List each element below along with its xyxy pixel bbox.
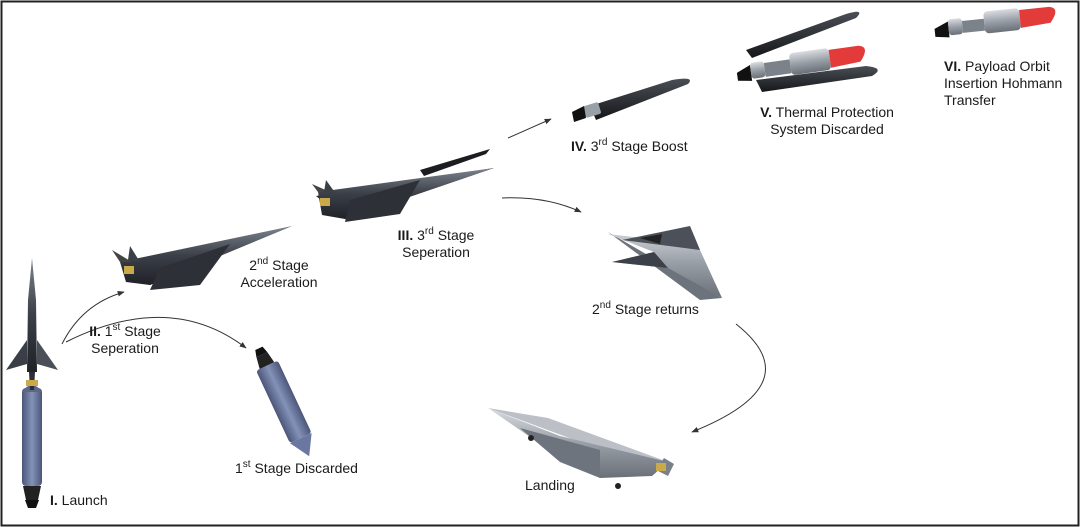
label-launch: I. Launch	[50, 492, 108, 508]
launch-vehicle	[6, 258, 58, 508]
third-stage-separation-vehicle	[312, 149, 494, 222]
arrow-second-stage-return	[501, 197, 582, 213]
landing-vehicle	[488, 408, 674, 489]
payload-vehicle	[934, 6, 1056, 38]
label-thermal-protection: V. Thermal Protection System Discarded	[760, 104, 894, 137]
third-stage-rocket	[572, 78, 690, 122]
label-payload-orbit-insertion: VI. Payload Orbit Insertion Hohmann Tran…	[944, 58, 1063, 108]
label-second-stage-returns: 2nd Stage returns	[592, 300, 699, 318]
thermal-protection-discard	[736, 11, 878, 92]
arrow-to-landing	[691, 323, 766, 433]
arrow-first-stage-drop	[65, 316, 247, 349]
label-third-stage-separation: III. 3rd Stage Seperation	[397, 226, 475, 261]
discarded-first-stage	[255, 346, 312, 457]
returning-second-stage-vehicle	[608, 226, 722, 300]
label-landing: Landing	[525, 477, 575, 493]
arrow-launch-to-second-stage	[61, 291, 125, 345]
label-first-stage-discarded: 1st Stage Discarded	[235, 459, 358, 477]
trajectory-arrows	[61, 118, 766, 433]
label-first-stage-separation: II. 1st Stage Seperation	[89, 322, 161, 357]
second-stage-acceleration-vehicle	[112, 226, 292, 290]
arrow-third-stage-boost	[507, 118, 552, 139]
label-second-stage-acceleration: 2nd Stage Acceleration	[240, 256, 318, 291]
label-third-stage-boost: IV. 3rd Stage Boost	[571, 137, 688, 155]
